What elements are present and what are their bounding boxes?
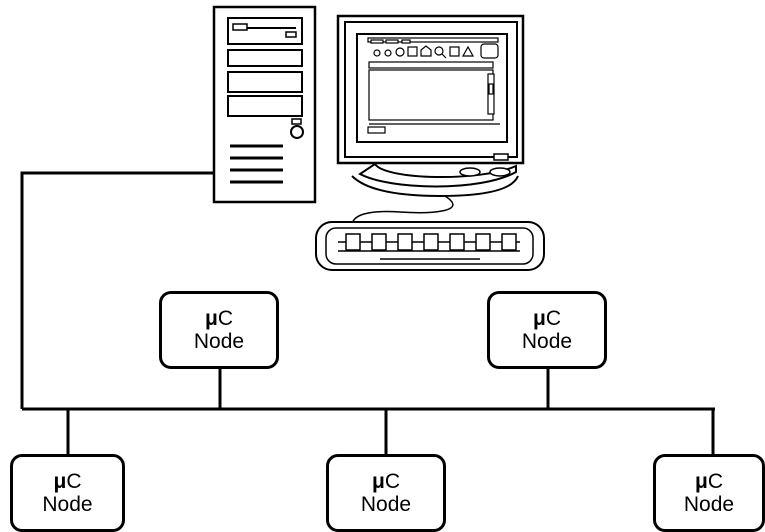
- node-label-line2: Node: [683, 493, 735, 516]
- uc-node-4: μC Node: [326, 454, 446, 532]
- uc-node-1: μC Node: [159, 291, 279, 369]
- pc-to-bus-line: [20, 171, 214, 409]
- node-label-line1: μC: [204, 307, 234, 330]
- screen-window: [367, 37, 500, 134]
- monitor-icon: [336, 14, 525, 198]
- node-label-line2: Node: [42, 493, 93, 516]
- node-label-line2: Node: [521, 330, 573, 353]
- node-label-line2: Node: [193, 330, 245, 353]
- node-label-line1: μC: [694, 470, 724, 493]
- keyboard-icon: [315, 195, 545, 271]
- node-label-line1: μC: [371, 470, 401, 493]
- uc-node-2: μC Node: [487, 291, 607, 369]
- node-label-line1: μC: [53, 470, 82, 493]
- node-label-line1: μC: [532, 307, 562, 330]
- bus-lines: [20, 171, 715, 456]
- node-label-line2: Node: [360, 493, 412, 516]
- uc-node-3: μC Node: [10, 454, 125, 532]
- uc-node-5: μC Node: [653, 454, 765, 532]
- tower-pc-icon: [212, 5, 317, 204]
